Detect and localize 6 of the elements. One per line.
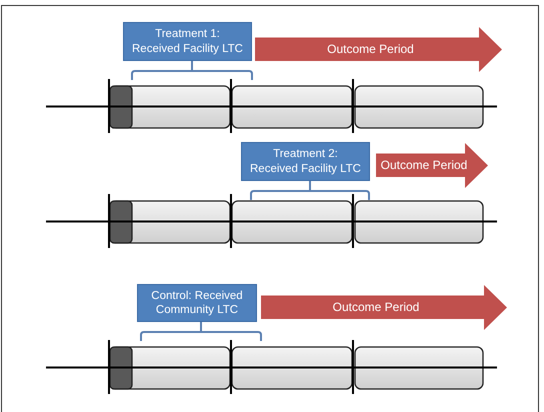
- group-label-box: Treatment 2: Received Facility LTC: [241, 142, 370, 181]
- block-arrow: Outcome Period: [255, 27, 502, 72]
- block-arrow: Outcome Period: [261, 285, 507, 330]
- group-label-box: Control: Received Community LTC: [137, 284, 257, 322]
- block-arrow: Outcome Period: [376, 143, 488, 188]
- group-label-box: Treatment 1: Received Facility LTC: [123, 22, 252, 61]
